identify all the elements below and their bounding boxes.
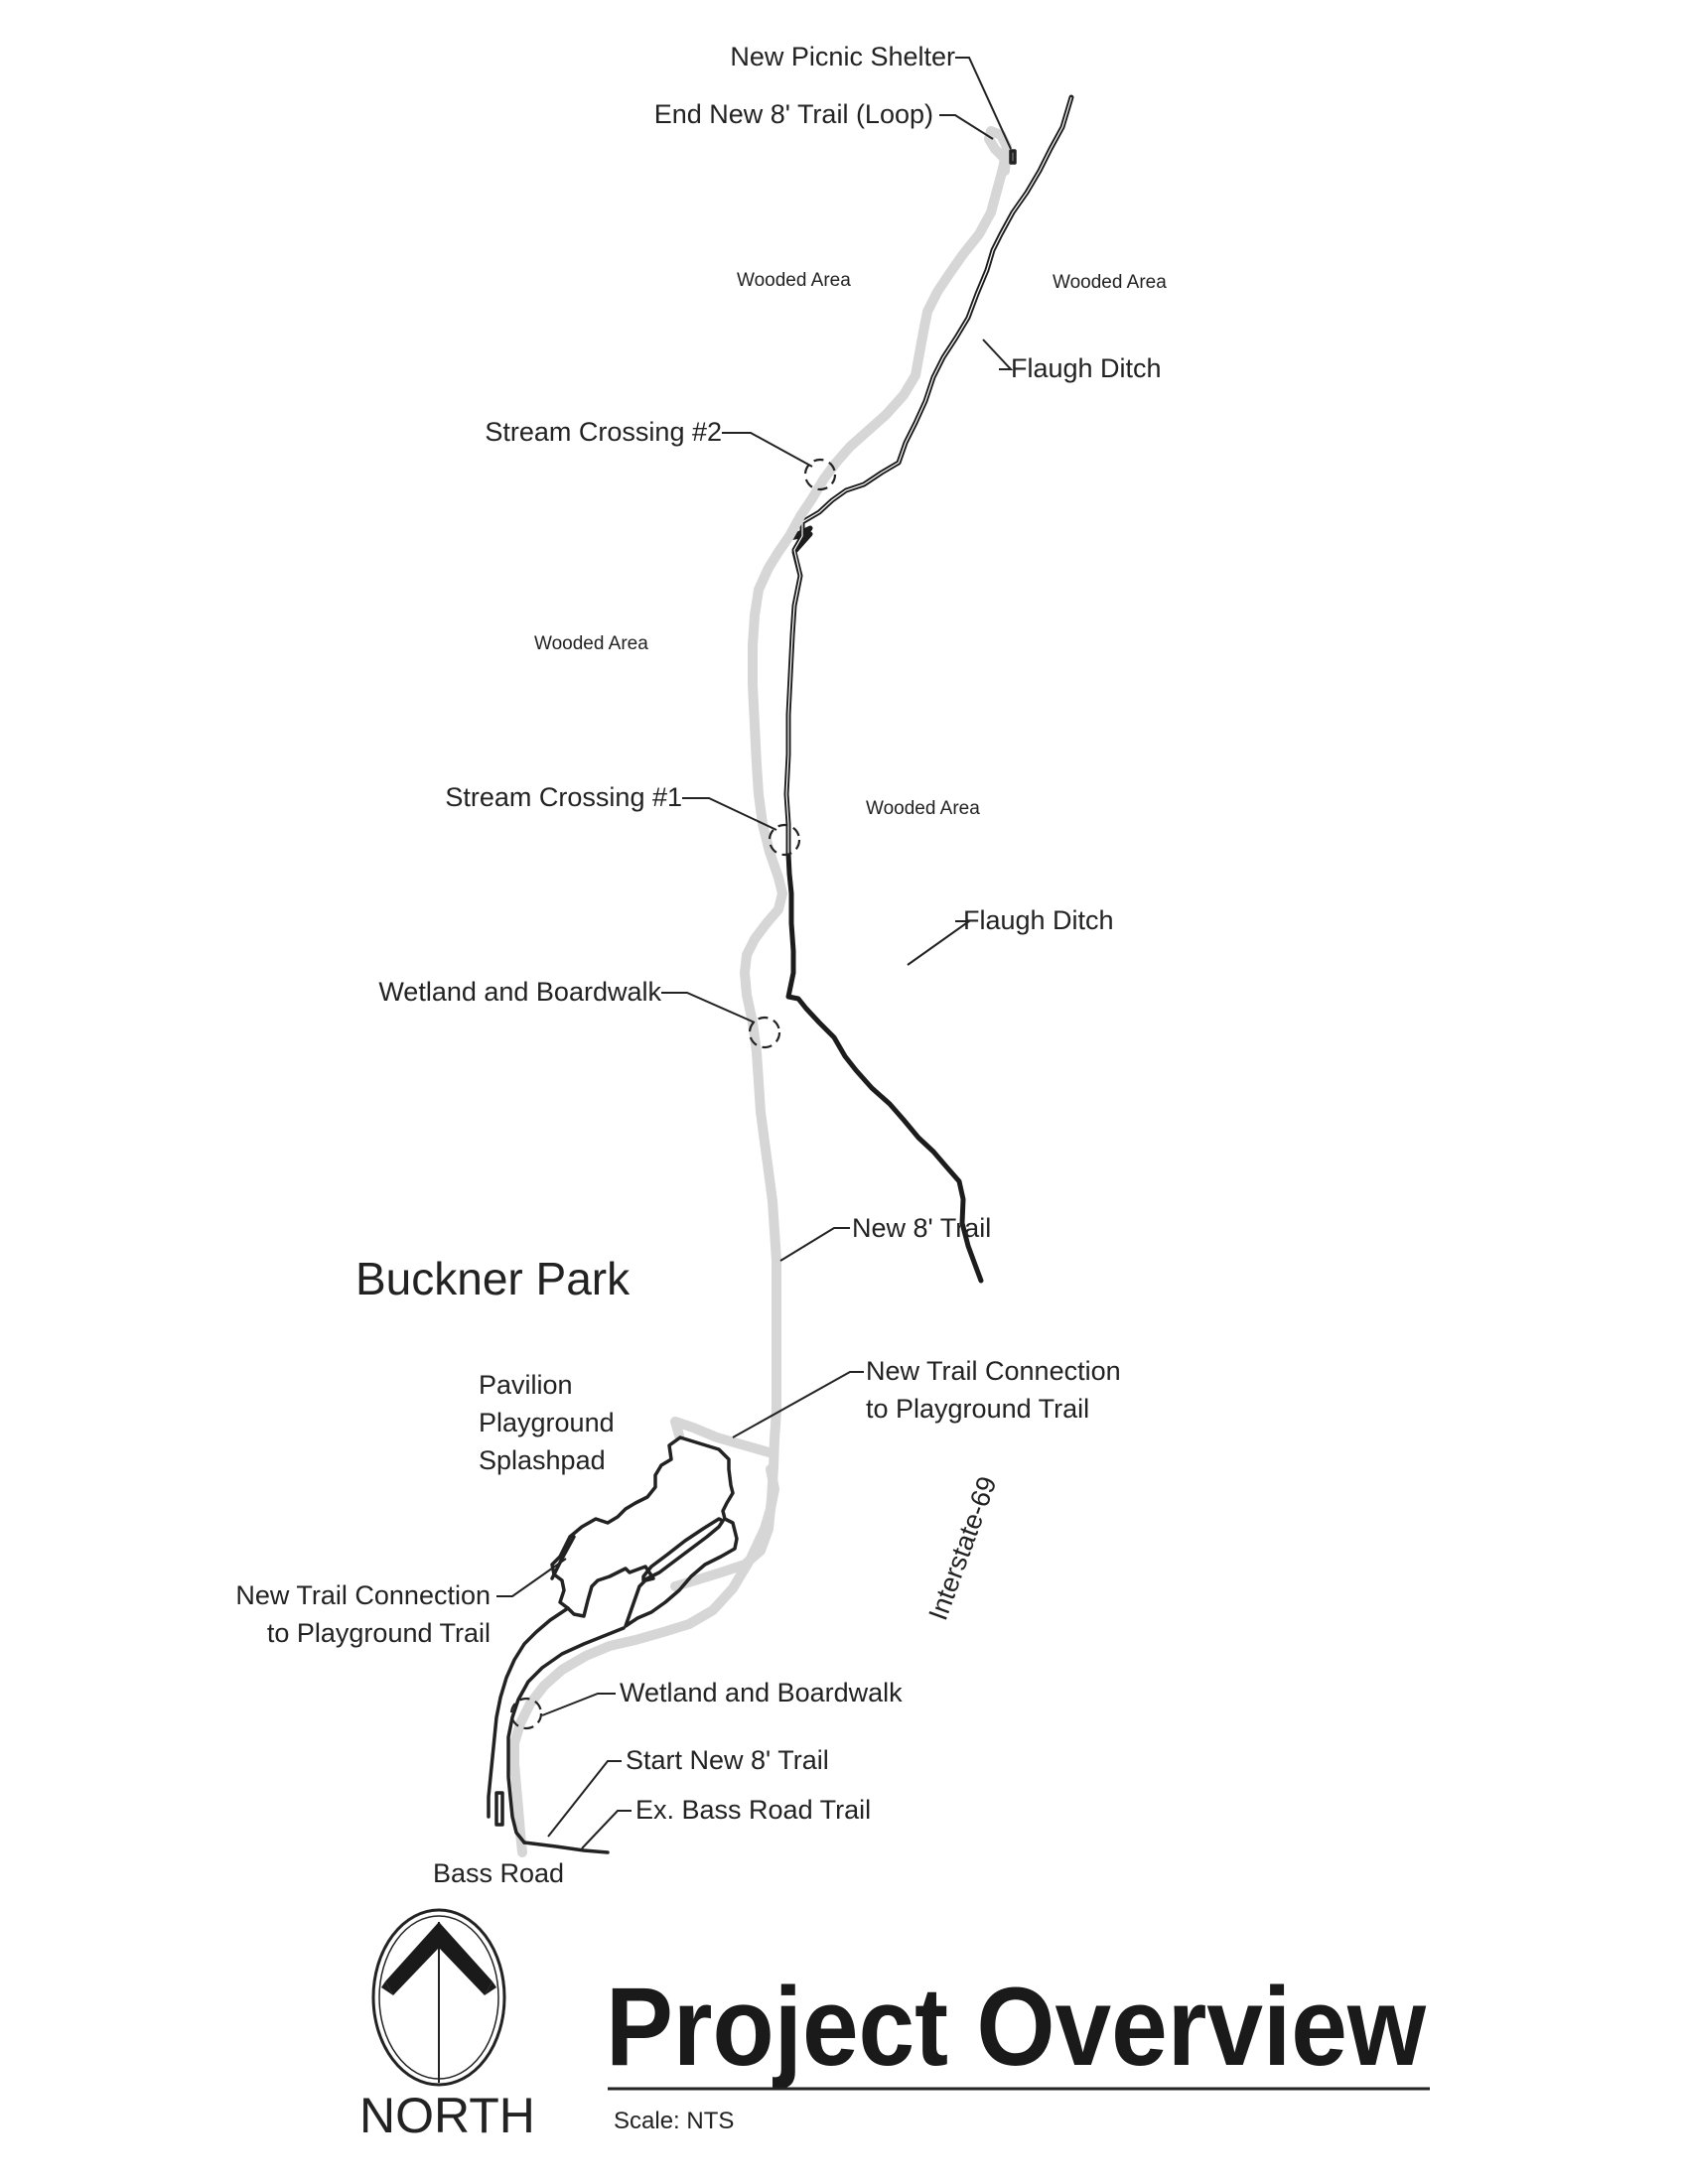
- label-flaugh-ditch-south: Flaugh Ditch: [963, 905, 1114, 935]
- label-bass-road: Bass Road: [433, 1858, 564, 1888]
- label-trail-connection-west-line1: New Trail Connection: [235, 1580, 491, 1610]
- label-playground: Playground: [479, 1408, 615, 1437]
- label-wooded-area-w: Wooded Area: [534, 633, 648, 654]
- north-label: NORTH: [359, 2088, 535, 2143]
- marker-wetland-north: [748, 1016, 781, 1049]
- flaugh-ditch: [783, 94, 1074, 1284]
- label-ex-bass-road-trail: Ex. Bass Road Trail: [635, 1795, 871, 1825]
- marker-picnic-shelter: [1009, 149, 1017, 165]
- scale-label: Scale: NTS: [614, 2108, 734, 2134]
- page-title: Project Overview: [606, 1965, 1427, 2089]
- label-flaugh-ditch-north: Flaugh Ditch: [1011, 353, 1162, 383]
- new-8ft-trail: [509, 126, 1012, 1857]
- marker-wetland-south: [509, 1697, 543, 1730]
- label-buckner-park: Buckner Park: [355, 1253, 631, 1304]
- label-wooded-area-e: Wooded Area: [866, 798, 980, 819]
- label-trail-connection-west-line2: to Playground Trail: [267, 1618, 491, 1648]
- label-new-8ft-trail: New 8' Trail: [852, 1213, 991, 1243]
- marker-stream-crossing-1: [768, 823, 801, 857]
- title-block: Project Overview Scale: NTS: [606, 1965, 1430, 2134]
- label-wooded-area-ne: Wooded Area: [1053, 272, 1167, 293]
- label-stream-crossing-1: Stream Crossing #1: [445, 782, 682, 812]
- label-trail-connection-east-line2: to Playground Trail: [866, 1394, 1089, 1424]
- label-trail-connection-east-line1: New Trail Connection: [866, 1356, 1121, 1386]
- marker-stream-crossing-2: [803, 458, 837, 491]
- label-new-picnic-shelter: New Picnic Shelter: [730, 42, 955, 71]
- leader-lines: [496, 57, 1014, 1849]
- label-stream-crossing-2: Stream Crossing #2: [485, 417, 722, 447]
- label-end-new-trail: End New 8' Trail (Loop): [654, 99, 933, 129]
- north-arrow-icon: [371, 1908, 506, 2087]
- feature-markers: [509, 149, 1017, 1730]
- label-interstate-69: Interstate-69: [922, 1472, 1002, 1624]
- label-start-new-trail: Start New 8' Trail: [626, 1745, 829, 1775]
- park-playground-trail: [487, 1435, 739, 1854]
- map-labels: New Picnic Shelter End New 8' Trail (Loo…: [235, 42, 1167, 1888]
- label-pavilion: Pavilion: [479, 1370, 573, 1400]
- label-splashpad: Splashpad: [479, 1445, 606, 1475]
- label-wooded-area-nw: Wooded Area: [737, 270, 851, 291]
- label-wetland-boardwalk-north: Wetland and Boardwalk: [378, 977, 661, 1007]
- label-wetland-boardwalk-south: Wetland and Boardwalk: [620, 1678, 903, 1707]
